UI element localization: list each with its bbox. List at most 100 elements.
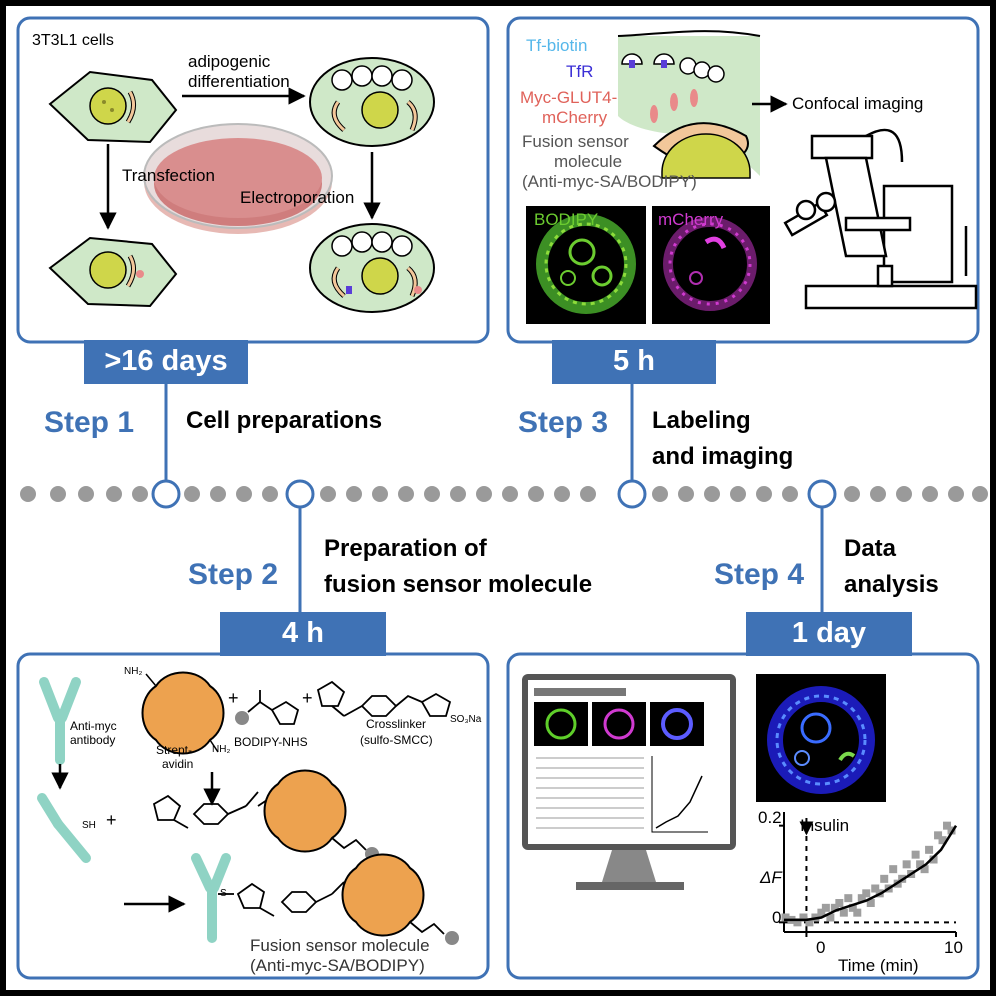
plot-point [857, 894, 866, 903]
sh-label: SH [82, 820, 96, 831]
nh2-label-bottom: NH₂ [212, 744, 231, 755]
plot-point [830, 903, 839, 912]
tf-biotin-label: Tf-biotin [526, 36, 588, 55]
timeline-step-markers [151, 479, 837, 509]
duration-bar-step1 [84, 340, 248, 384]
plot-point [821, 903, 830, 912]
step2-description-line1: Preparation of [324, 535, 487, 562]
fusion-label-line2: molecule [554, 152, 623, 171]
transfected-preadipocyte [48, 236, 178, 308]
product-antibody-icon [191, 853, 231, 943]
plot-point [947, 826, 956, 835]
fusion-label-line3: (Anti-myc-SA/BODIPY) [522, 172, 697, 191]
plot-point [848, 903, 857, 912]
plot-point [929, 855, 938, 864]
differentiation-label-line2: differentiation [188, 72, 290, 91]
myc-glut4-label-line2: mCherry [542, 108, 608, 127]
step3-label: Step 3 [518, 406, 609, 439]
so3na-label: SO₃Na [450, 714, 482, 725]
plot-xtick-label-right: 10 [944, 938, 963, 957]
plot-point [871, 884, 880, 893]
plus-sign-1: + [228, 688, 239, 708]
step4-description-line1: Data [844, 535, 897, 562]
product-bodipy-tail [409, 921, 459, 945]
plot-point [805, 918, 814, 927]
plot-point [862, 889, 871, 898]
bodipy-nhs-label: BODIPY-NHS [234, 735, 308, 749]
streptavidin-label-line2: avidin [162, 757, 194, 771]
step3-duration: 5 h [613, 345, 655, 377]
transfection-label: Transfection [122, 166, 215, 185]
computer-monitor-icon [522, 674, 736, 890]
plot-y-axis-label: ΔF [760, 868, 782, 887]
product-label-line1: Fusion sensor molecule [250, 936, 430, 955]
step1-duration: >16 days [104, 345, 228, 377]
culture-dish [143, 123, 333, 234]
timeline-dots [20, 486, 988, 502]
plot-point [866, 899, 875, 907]
plot-point [853, 908, 862, 917]
plus-sign-2: + [302, 688, 313, 708]
step1-label: Step 1 [44, 406, 135, 439]
plot-point [925, 845, 934, 854]
plot-point [817, 908, 826, 917]
step1-description: Cell preparations [186, 407, 383, 434]
plot-point [844, 894, 853, 903]
crosslinker-label-line2: (sulfo-SMCC) [360, 733, 433, 747]
timeline-connectors [164, 384, 824, 612]
mcherry-image [652, 206, 770, 324]
mcherry-channel-label: mCherry [658, 210, 724, 229]
duration-bar-step4 [746, 612, 912, 656]
plot-point [781, 913, 790, 922]
step2-description-line2: fusion sensor molecule [324, 571, 593, 598]
plot-point [911, 850, 920, 859]
step2-label: Step 2 [188, 558, 279, 591]
plot-point [880, 874, 889, 883]
step3-description-line1: Labeling [652, 407, 751, 434]
tfr-label: TfR [566, 62, 594, 81]
plot-point [889, 865, 898, 874]
panel1-arrows [99, 87, 381, 230]
antibody-icon [39, 677, 81, 765]
electroporated-adipocyte [309, 223, 435, 313]
plot-line [784, 825, 958, 922]
product-label-line2: (Anti-myc-SA/BODIPY) [250, 956, 425, 975]
plot-point [799, 913, 808, 922]
step4-description-line2: analysis [844, 571, 939, 598]
streptavidin-label-line1: Strept- [156, 743, 193, 757]
adipocyte-cell [309, 57, 435, 147]
plot-point [938, 836, 947, 845]
duration-bar-step2 [220, 612, 386, 656]
confocal-label: Confocal imaging [792, 94, 924, 113]
crosslinker-label-line1: Crosslinker [366, 717, 427, 731]
plot-xtick-label-left: 0 [816, 938, 826, 957]
bodipy-image [526, 206, 646, 324]
nh2-label-top: NH₂ [124, 666, 143, 677]
duration-bar-step3 [552, 340, 716, 384]
electroporation-label: Electroporation [240, 188, 355, 207]
plot-point [943, 821, 952, 830]
antibody-label-line1: Anti-myc [70, 719, 117, 733]
fusion-label-line1: Fusion sensor [522, 132, 629, 151]
membrane-scene [617, 30, 761, 179]
step4-duration: 1 day [791, 617, 867, 649]
insulin-annotation: Insulin [800, 816, 850, 835]
confocal-microscope [783, 128, 978, 310]
plot-point [793, 918, 802, 927]
sulfo-smcc-structure [316, 680, 452, 717]
plus-sign-3: + [106, 810, 117, 830]
step3-description-line2: and imaging [652, 443, 794, 470]
figure-canvas: Step 1 Cell preparations Step 3 Labeling… [6, 6, 990, 990]
s-label: S [220, 888, 227, 899]
reduced-antibody-icon [37, 793, 91, 863]
step4-label: Step 4 [714, 558, 805, 591]
plot-point [916, 860, 925, 869]
step2-duration: 4 h [282, 617, 324, 649]
plot-point [920, 865, 929, 874]
figure-graphics [16, 16, 988, 980]
trace-plot [779, 812, 958, 937]
preadipocyte-cell [48, 70, 178, 144]
plot-point [839, 908, 848, 917]
plot-ytick-label-bottom: 0 [772, 908, 782, 927]
plot-ytick-label-top: 0.2 [758, 808, 782, 827]
